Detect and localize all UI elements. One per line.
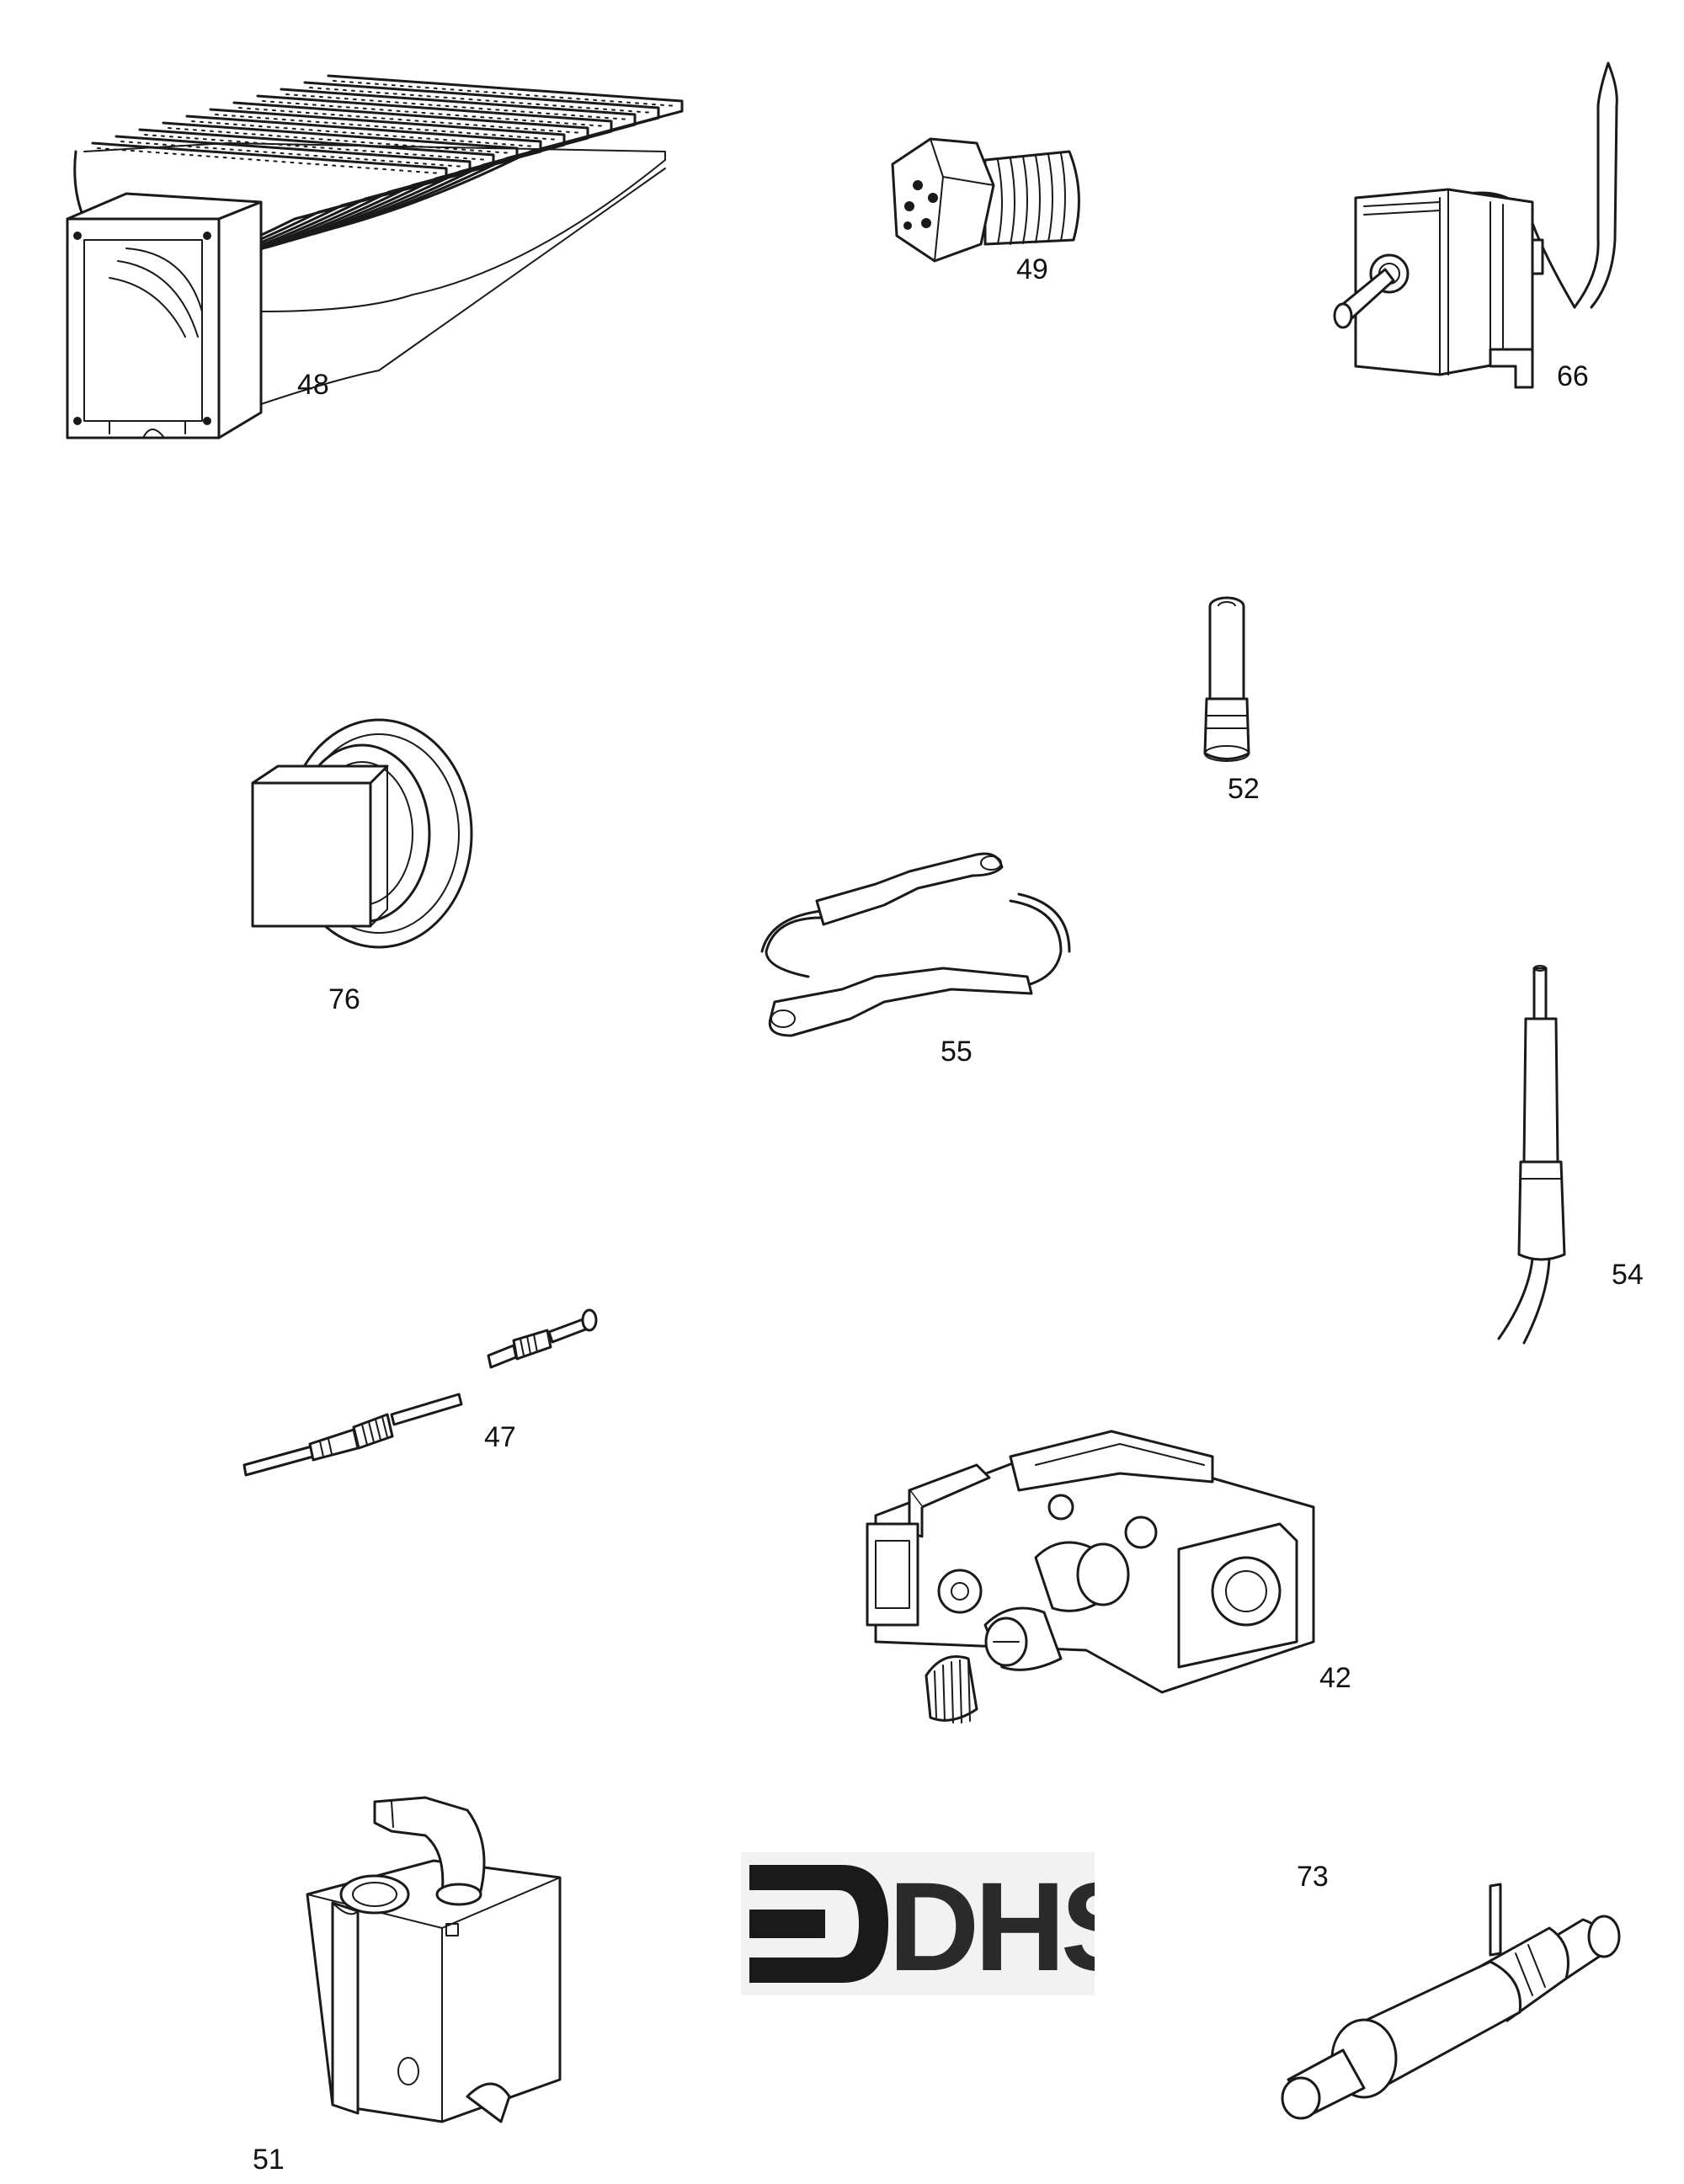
overheat-thermostat-icon [1280,1835,1633,2122]
gas-valve-icon [842,1398,1330,1751]
electrode-probe-icon [1482,960,1591,1347]
part-number: 66 [1557,360,1589,392]
part-number: 54 [1612,1259,1644,1291]
sleeve-icon [1191,589,1292,766]
part-number: 47 [484,1421,516,1453]
part-number: 51 [253,2144,285,2176]
thermostat-icon [1322,55,1642,392]
part-number: 73 [1297,1861,1329,1893]
burner-manifold-icon [59,59,699,446]
part-number: 55 [941,1036,973,1068]
injector-nut-icon [884,126,1086,269]
part-number: 48 [297,369,329,401]
dhs-logo-icon: DHS [741,1852,1146,1997]
thermocouple-icon [236,1280,606,1477]
part-number: 52 [1228,773,1260,805]
control-knob-icon [244,716,480,951]
part-number: 42 [1319,1662,1351,1694]
part-number: 49 [1016,253,1048,285]
part-number: 76 [328,983,360,1015]
lead-cable-icon [758,834,1078,1052]
logo-text: DHS [888,1856,1095,1995]
piezo-igniter-icon [299,1785,577,2139]
